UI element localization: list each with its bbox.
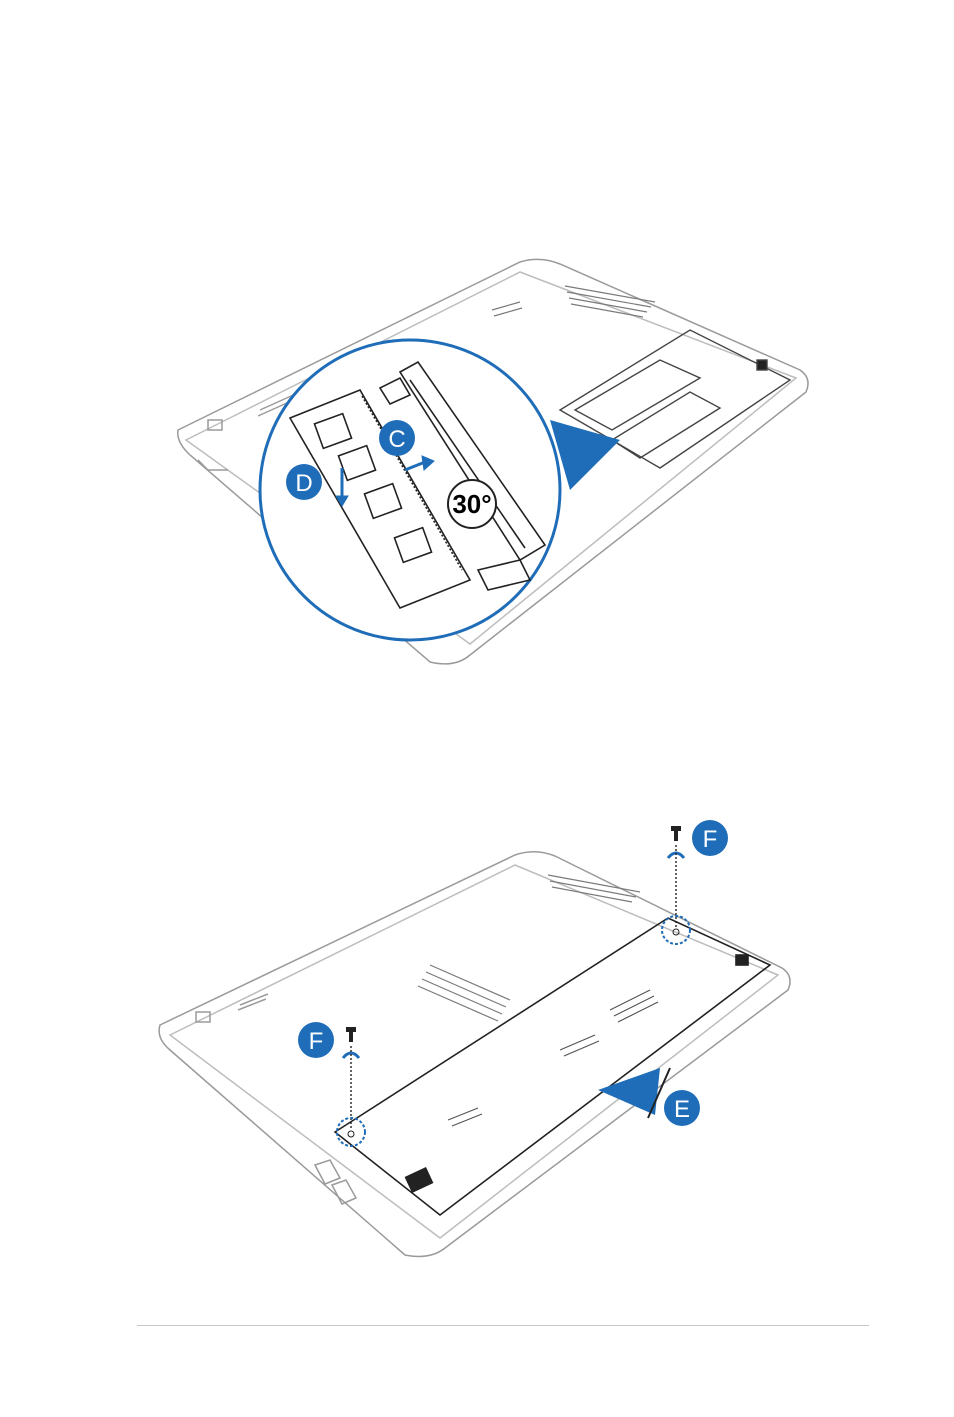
callout-e-label: E — [674, 1096, 690, 1123]
memory-install-illustration: 30° C D — [0, 230, 954, 680]
callout-f-left: F — [298, 1022, 334, 1058]
cover-grilles — [448, 990, 658, 1126]
callout-f-top: F — [692, 820, 728, 856]
compartment-cover — [335, 918, 770, 1215]
footer-divider — [137, 1325, 869, 1326]
callout-f-left-label: F — [309, 1028, 324, 1055]
slide-arrow — [598, 1068, 670, 1118]
callout-c: C — [379, 420, 415, 456]
callout-d-label: D — [295, 470, 312, 497]
cover-install-svg: F F E — [0, 800, 954, 1280]
callout-f-top-label: F — [703, 826, 718, 853]
cover-install-illustration: F F E — [0, 800, 954, 1280]
vent-grille — [492, 286, 655, 317]
angle-badge: 30° — [448, 480, 496, 528]
callout-d: D — [286, 464, 322, 500]
callout-e: E — [664, 1090, 700, 1126]
angle-label: 30° — [452, 489, 491, 519]
memory-install-svg: 30° C D — [0, 230, 954, 680]
laptop-bottom-outline-2 — [159, 852, 790, 1257]
callout-c-label: C — [388, 426, 405, 453]
